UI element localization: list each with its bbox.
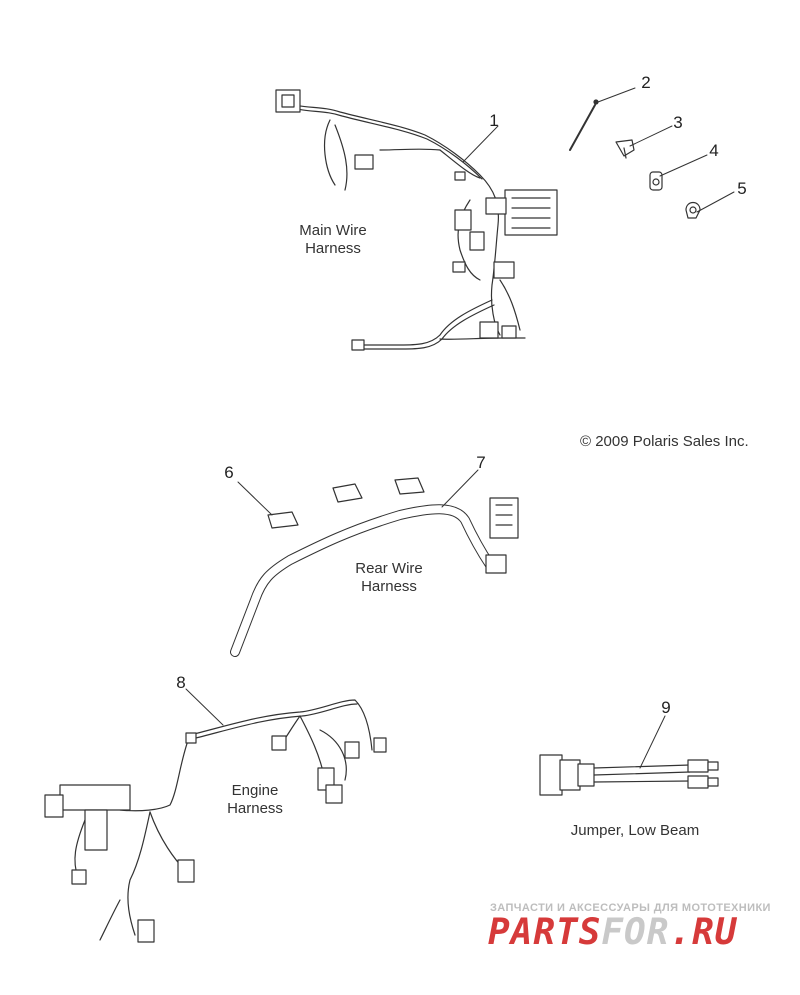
callout-5: 5 [737,179,746,198]
rear-wire-harness [230,497,519,657]
jumper-low-beam [539,754,719,796]
watermark-logo: PARTSFOR.RU [488,912,737,953]
callout-8: 8 [176,673,185,692]
callout-6: 6 [224,463,233,482]
watermark-subtitle: ЗАПЧАСТИ И АКСЕССУАРЫ ДЛЯ МОТОТЕХНИКИ [490,902,771,914]
copyright-notice: © 2009 Polaris Sales Inc. [580,433,749,450]
watermark-logo-part3: .RU [669,912,738,953]
main-harness-label: Main Wire Harness [290,222,376,258]
callout-9: 9 [661,698,670,717]
callout-4: 4 [709,141,718,160]
callout-1: 1 [489,111,498,130]
clip-part-4 [649,171,663,191]
rear-harness-label-line1: Rear Wire [355,560,423,577]
callout-2: 2 [641,73,650,92]
main-harness-label-line1: Main Wire [299,222,367,239]
clip-part-5 [685,201,701,219]
callout-7: 7 [476,453,485,472]
jumper-label: Jumper, Low Beam [570,822,700,839]
callout-3: 3 [673,113,682,132]
main-harness-label-line2: Harness [305,240,361,257]
engine-harness [44,699,387,943]
rear-harness-label: Rear Wire Harness [346,560,432,596]
cable-tie-part [569,99,599,151]
engine-harness-label: Engine Harness [212,782,298,818]
rear-harness-label-line2: Harness [361,578,417,595]
engine-harness-label-line1: Engine [231,782,279,799]
watermark-logo-part2: FOR [601,912,670,953]
main-wire-harness [275,89,558,351]
engine-harness-label-line2: Harness [227,800,283,817]
rear-harness-clips [267,477,425,529]
leader-lines [185,87,735,769]
watermark-logo-part1: PARTS [488,912,602,953]
callout-numbers: 1 2 3 4 5 6 7 8 9 [176,73,746,717]
clip-part-3 [615,139,635,159]
